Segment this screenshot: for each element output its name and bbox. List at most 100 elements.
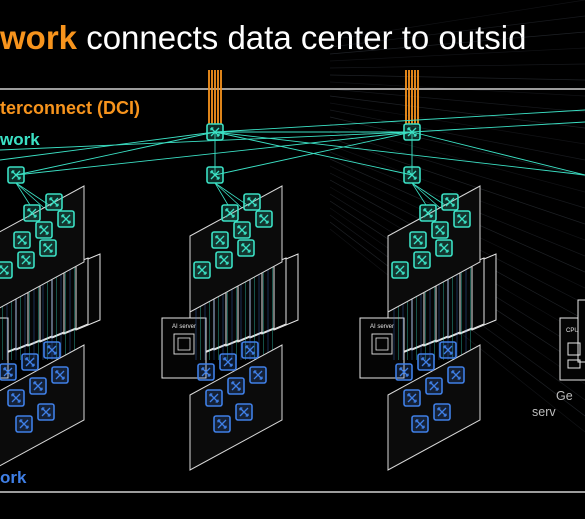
background-streak	[329, 109, 585, 161]
uplink	[214, 182, 229, 206]
backend-switch-icon	[219, 353, 237, 371]
dci-link	[214, 131, 413, 176]
dci-link	[15, 131, 413, 176]
frontend-switch-icon	[243, 193, 261, 211]
frontend-switch-icon	[45, 193, 63, 211]
background-streak	[329, 130, 585, 209]
uplink	[15, 182, 45, 209]
backend-switch-icon	[37, 403, 55, 421]
frontend-switch-icon	[237, 239, 255, 257]
background-streak	[329, 0, 585, 41]
backend-switch-icon	[51, 366, 69, 384]
dci-link	[214, 109, 585, 133]
backend-switch-icon	[43, 341, 61, 359]
title-rest: connects data center to outsid	[77, 19, 527, 56]
title-accent: work	[0, 19, 78, 56]
backend-switch-icon	[395, 363, 413, 381]
frontend-network-label: work	[0, 130, 40, 149]
frontend-switch-icon	[17, 251, 35, 269]
dci-link	[214, 131, 585, 176]
background-streak	[329, 31, 585, 55]
backend-switch-icon	[227, 377, 245, 395]
background-streak	[329, 88, 585, 113]
frontend-switch-icon	[35, 221, 53, 239]
backend-switch-icon	[425, 377, 443, 395]
background-streak	[329, 123, 585, 193]
background-streak	[329, 144, 585, 241]
pod: AI server	[0, 182, 101, 467]
frontend-switch-icon	[441, 193, 459, 211]
frontend-switch-icon	[413, 251, 431, 269]
frontend-switch-icon	[419, 204, 437, 222]
general-server: CPU	[559, 299, 585, 381]
backend-switch-icon	[205, 389, 223, 407]
backend-switch-icon	[447, 366, 465, 384]
cpu-server-back	[577, 299, 585, 363]
cpu-server-icon	[567, 342, 581, 356]
frontend-switch-icon	[193, 261, 211, 279]
spine-switch-icon	[403, 166, 421, 184]
uplink	[15, 182, 31, 206]
backend-switch-icon	[411, 415, 429, 433]
dci-link	[0, 131, 413, 151]
frontend-switch-icon	[431, 221, 449, 239]
dci-switch-icon	[403, 123, 421, 141]
cpu-label: CPU	[566, 328, 579, 334]
backend-switch-icon	[15, 415, 33, 433]
frontend-switch-icon	[23, 204, 41, 222]
frontend-switch-icon	[255, 210, 273, 228]
ai-server-label: AI server	[370, 324, 394, 330]
dci-label: terconnect (DCI)	[0, 98, 141, 118]
frontend-switch-icon	[0, 261, 13, 279]
dci-link	[15, 131, 216, 176]
slide-title: work connects data center to outsid	[0, 18, 526, 58]
frontend-switch-icon	[57, 210, 75, 228]
disk-icon	[567, 359, 581, 369]
ai-server-icon	[371, 333, 393, 355]
frontend-switch-icon	[409, 231, 427, 249]
uplink	[411, 182, 427, 206]
pod: AI server	[359, 182, 497, 471]
ai-server-panel	[0, 317, 9, 379]
frontend-switch-icon	[453, 210, 471, 228]
frontend-switch-icon	[39, 239, 57, 257]
uplink	[214, 182, 243, 209]
ai-server-icon	[173, 333, 195, 355]
spine-switch-icon	[7, 166, 25, 184]
background-streak	[329, 116, 585, 177]
backend-switch-icon	[0, 363, 17, 381]
background-streak	[329, 15, 585, 48]
frontend-switch-icon	[435, 239, 453, 257]
dci-link	[411, 121, 585, 133]
frontend-switch-icon	[215, 251, 233, 269]
background-streak	[329, 74, 585, 81]
backend-network-label: ork	[0, 468, 27, 487]
backend-switch-icon	[249, 366, 267, 384]
general-server-label-1: Ge	[556, 389, 573, 403]
backend-switch-icon	[213, 415, 231, 433]
ai-server-label: AI server	[172, 324, 196, 330]
background-streak	[329, 95, 585, 129]
chip-icon	[375, 337, 389, 351]
backend-switch-icon	[241, 341, 259, 359]
dci-switch-icon	[206, 123, 224, 141]
backend-switch-icon	[29, 377, 47, 395]
background-streak	[329, 137, 585, 225]
external-links	[208, 70, 419, 124]
dci-link	[411, 131, 585, 176]
background-streak	[329, 47, 585, 62]
frontend-switch-icon	[211, 231, 229, 249]
dci-mesh	[0, 109, 585, 176]
frontend-switch-icon	[391, 261, 409, 279]
chip-icon	[177, 337, 191, 351]
general-server-label-2: serv	[532, 405, 556, 419]
backend-switch-icon	[7, 389, 25, 407]
background-streak	[329, 63, 585, 69]
backend-switch-icon	[21, 353, 39, 371]
dci-link	[0, 131, 216, 161]
backend-switch-icon	[433, 403, 451, 421]
frontend-switch-icon	[221, 204, 239, 222]
background-streak	[329, 102, 585, 145]
spine-switch-icon	[206, 166, 224, 184]
